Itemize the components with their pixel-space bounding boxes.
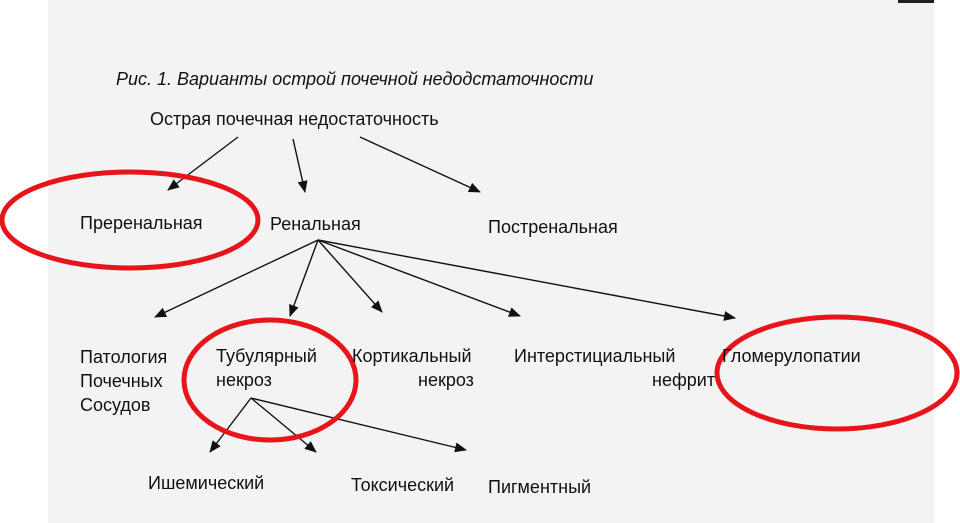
arrow-renal-to-cortical	[317, 239, 383, 313]
highlight-ellipse-tubular	[181, 317, 359, 443]
arrow-root-to-prerenal	[167, 136, 239, 191]
node-postrenal: Постренальная	[488, 217, 618, 237]
arrow-tubular-to-ischemic	[209, 397, 252, 453]
node-vascular-line3: Сосудов	[80, 395, 151, 415]
arrow-renal-to-vascular	[154, 239, 319, 318]
corner-mark	[898, 0, 934, 3]
highlight-ellipse-prerenal	[0, 169, 261, 271]
highlight-ellipse-glomerular	[714, 314, 960, 432]
node-glomerular: Гломерулопатии	[722, 346, 861, 366]
arrow-root-to-postrenal	[359, 136, 481, 193]
arrow-renal-to-interstitial	[317, 239, 521, 317]
node-vascular-line1: Патология	[80, 347, 168, 367]
figure-caption: Рис. 1. Варианты острой почечной недодст…	[116, 69, 594, 89]
node-pigment: Пигментный	[488, 477, 592, 497]
root-node: Острая почечная недостаточность	[150, 109, 439, 129]
arrow-renal-to-glomerular	[317, 239, 736, 321]
arrow-root-to-renal	[292, 138, 308, 193]
node-vascular-line2: Почечных	[80, 371, 163, 391]
arrow-tubular-to-pigment	[250, 397, 467, 453]
node-cortical-line1: Кортикальный	[352, 346, 472, 366]
arrow-tubular-to-toxic	[250, 397, 317, 453]
node-renal: Ренальная	[270, 214, 361, 234]
node-tubular-line2: некроз	[216, 370, 272, 390]
arrow-renal-to-tubular	[289, 239, 319, 317]
node-cortical-line2: некроз	[418, 370, 474, 390]
node-ischemic: Ишемический	[148, 473, 265, 493]
node-prerenal: Преренальная	[80, 213, 203, 233]
node-toxic: Токсический	[351, 475, 455, 495]
node-tubular-line1: Тубулярный	[216, 346, 317, 366]
node-interstitial-line1: Интерстициальный	[514, 346, 676, 366]
node-interstitial-line2: нефрит	[652, 370, 716, 390]
